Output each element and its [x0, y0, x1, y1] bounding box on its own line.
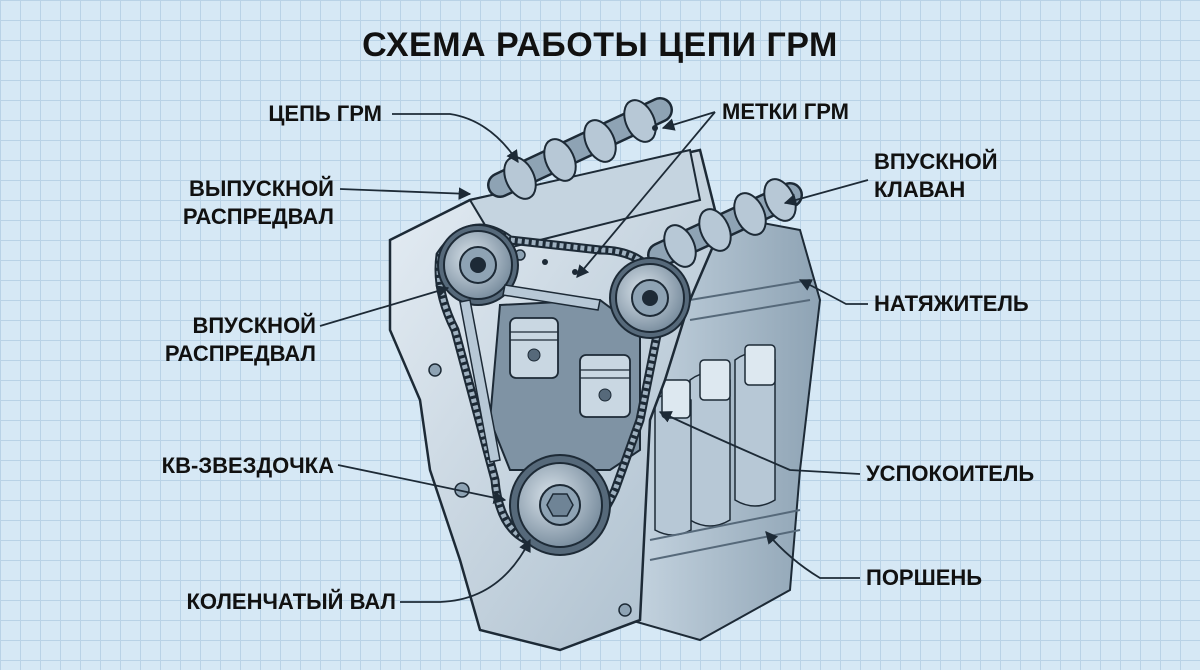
- label-crank-sprocket: КВ-ЗВЕЗДОЧКА: [161, 453, 334, 478]
- label-crankshaft: КОЛЕНЧАТЫЙ ВАЛ: [186, 589, 396, 614]
- label-intake-camshaft-line2: РАСПРЕДВАЛ: [164, 341, 316, 366]
- exhaust-cam-sprocket: [437, 224, 519, 306]
- label-intake-camshaft: ВПУСКНОЙ РАСПРЕДВАЛ: [165, 312, 316, 368]
- label-tensioner: НАТЯЖИТЕЛЬ: [874, 291, 1029, 316]
- intake-cam-sprocket: [609, 257, 691, 339]
- label-intake-valve-line1: ВПУСКНОЙ: [874, 149, 998, 174]
- label-timing-chain: ЦЕПЬ ГРМ: [268, 101, 382, 126]
- diagram-title: СХЕМА РАБОТЫ ЦЕПИ ГРМ: [362, 26, 838, 64]
- chain-guides: [459, 284, 601, 463]
- label-exhaust-camshaft-line1: ВЫПУСКНОЙ: [188, 176, 334, 201]
- exhaust-camshaft: [487, 97, 673, 200]
- cylinder-cutaway: [488, 298, 641, 471]
- label-timing-marks: МЕТКИ ГРМ: [722, 99, 849, 124]
- side-pistons: [661, 344, 776, 419]
- leader-lines: [319, 111, 869, 603]
- label-exhaust-camshaft-line2: РАСПРЕДВАЛ: [182, 204, 334, 229]
- label-damper: УСПОКОИТЕЛЬ: [866, 461, 1035, 486]
- label-piston: ПОРШЕНЬ: [866, 565, 983, 590]
- label-exhaust-camshaft: ВЫПУСКНОЙ РАСПРЕДВАЛ: [183, 175, 334, 231]
- label-intake-valve-line2: КЛАВАН: [874, 177, 966, 202]
- crank-sprocket: [509, 454, 611, 556]
- intake-camshaft: [647, 178, 803, 268]
- label-intake-camshaft-line1: ВПУСКНОЙ: [192, 313, 316, 338]
- label-intake-valve: ВПУСКНОЙ КЛАВАН: [874, 148, 998, 204]
